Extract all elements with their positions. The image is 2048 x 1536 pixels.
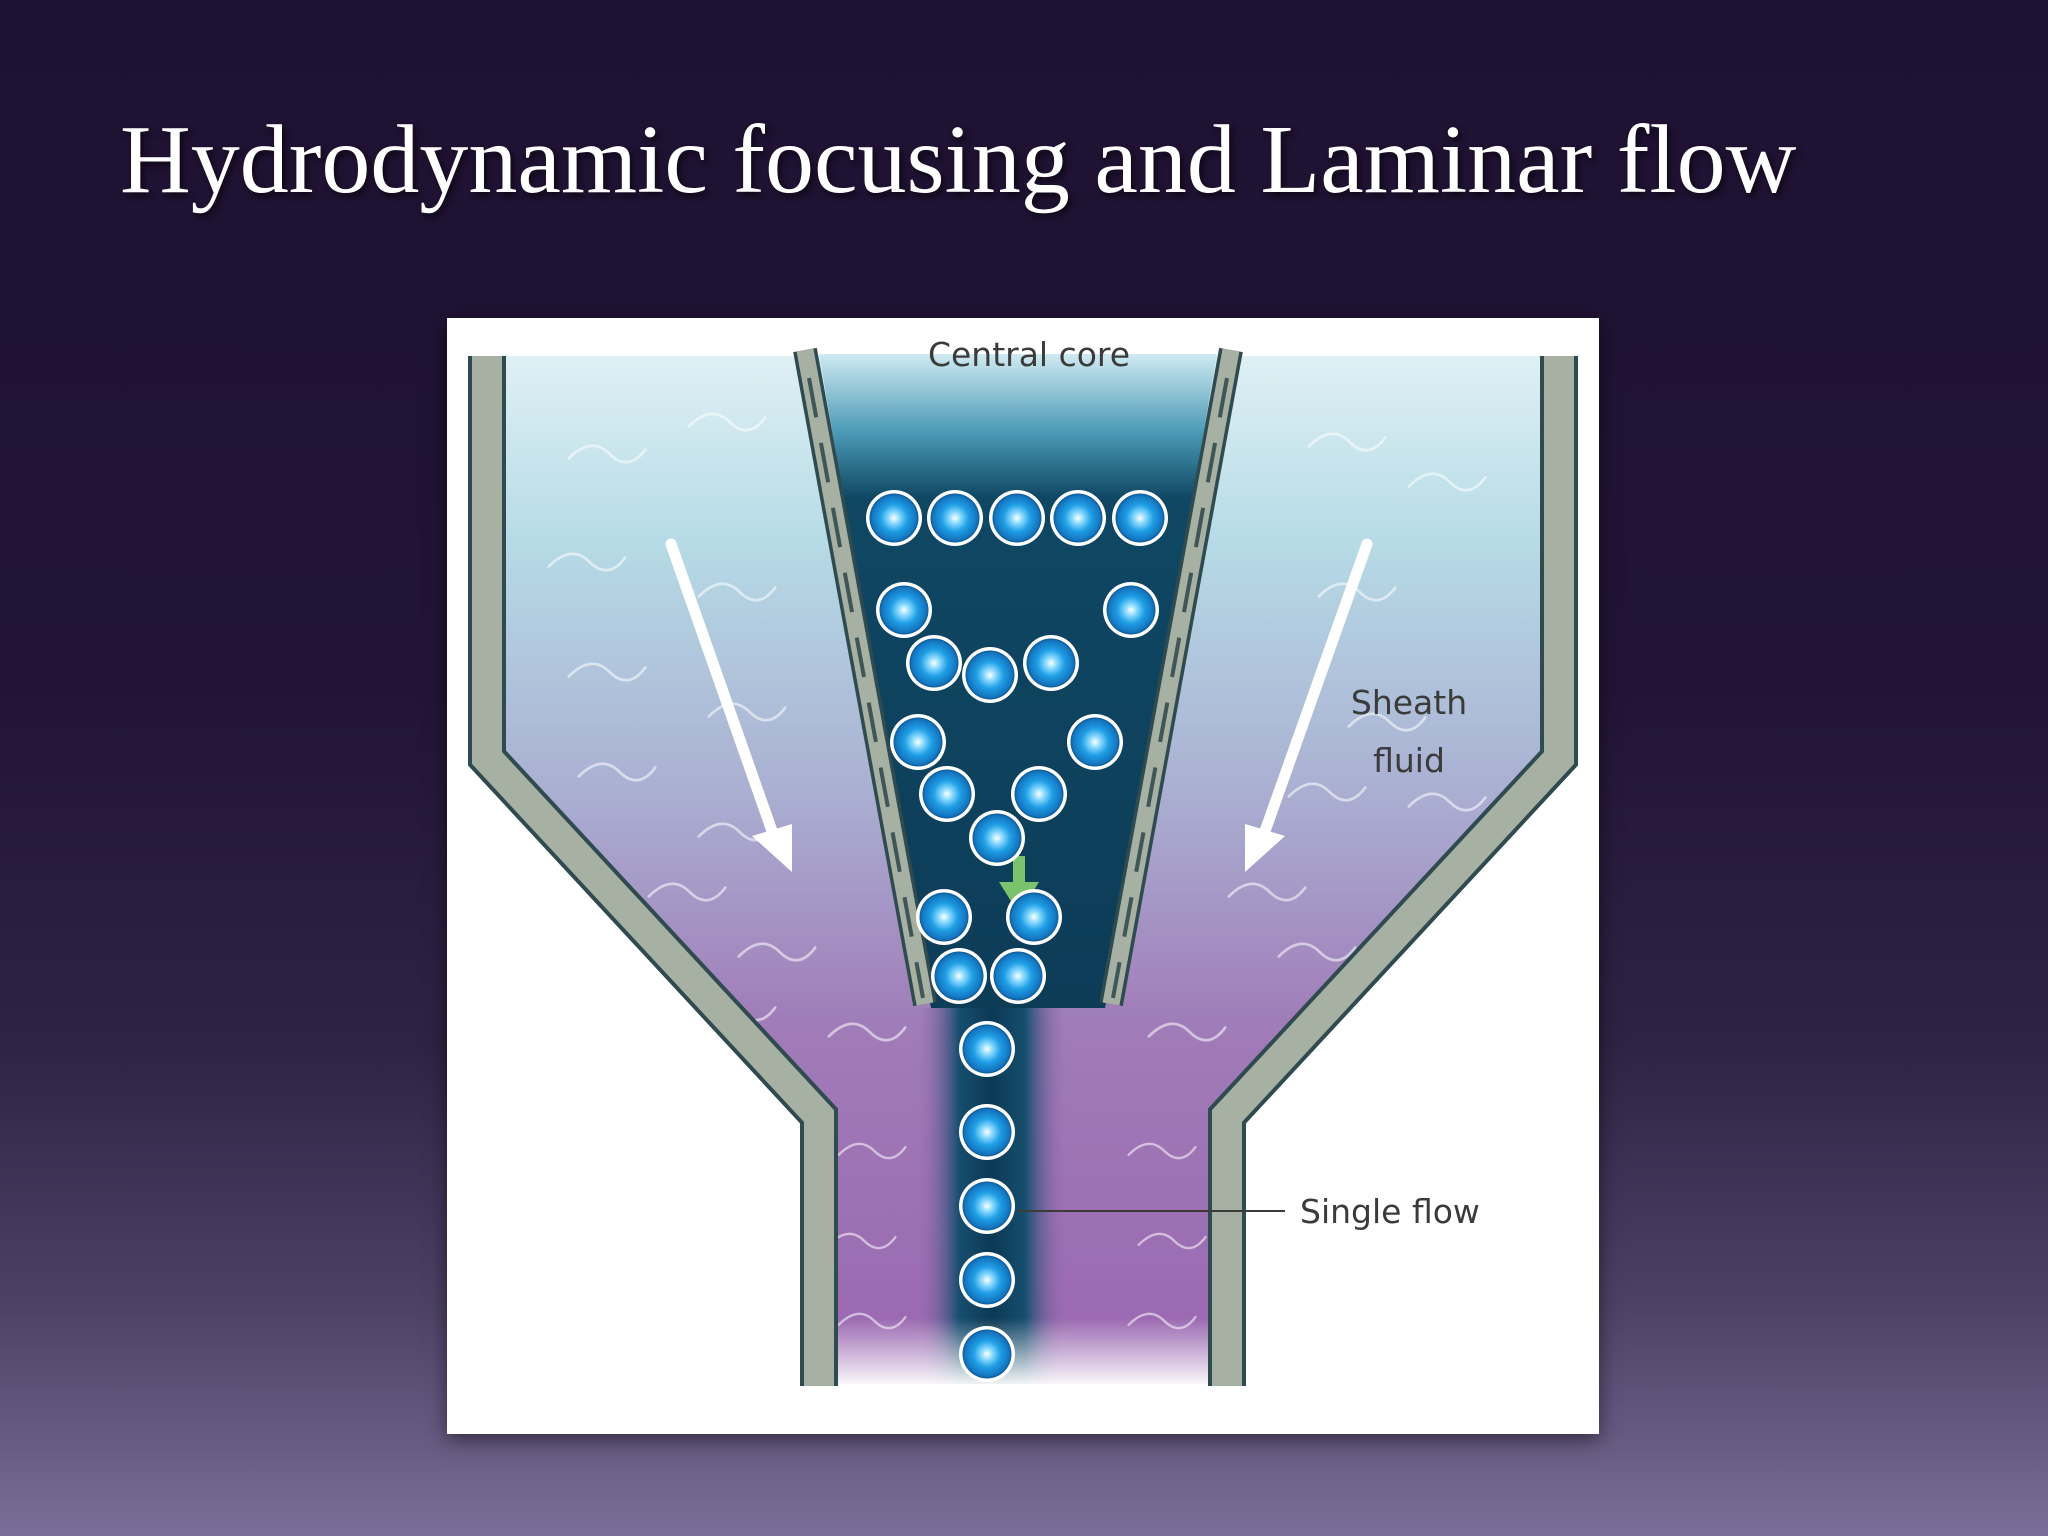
central-core-label: Central core — [928, 335, 1130, 374]
particle — [1006, 889, 1062, 945]
flow-arrow-icon — [665, 538, 792, 872]
particle — [927, 490, 983, 546]
particle — [1103, 582, 1159, 638]
slide-title: Hydrodynamic focusing and Laminar flow — [120, 106, 1797, 214]
sheath-fluid-label-line2: fluid — [1373, 741, 1445, 780]
flow-cell-walls — [468, 356, 1578, 1386]
injector-walls — [793, 347, 1243, 1007]
particle — [1112, 490, 1168, 546]
particle — [1011, 766, 1067, 822]
particle — [906, 635, 962, 691]
particle — [990, 948, 1046, 1004]
particle — [959, 1021, 1015, 1077]
sheath-fluid-label: Sheath — [1351, 683, 1467, 722]
particle — [959, 1326, 1015, 1382]
particle — [1050, 490, 1106, 546]
diagram-canvas: Central core Sheath fluid Single flow — [468, 335, 1578, 1388]
particle — [989, 490, 1045, 546]
particle — [962, 647, 1018, 703]
particle — [959, 1104, 1015, 1160]
particle — [969, 810, 1025, 866]
particle — [931, 948, 987, 1004]
particle — [866, 490, 922, 546]
particle — [876, 582, 932, 638]
flow-arrow-icon — [1245, 538, 1373, 872]
particle — [1023, 635, 1079, 691]
particle — [890, 714, 946, 770]
particle — [959, 1252, 1015, 1308]
single-flow-label: Single flow — [1300, 1192, 1480, 1231]
particle — [959, 1178, 1015, 1234]
particle — [1067, 714, 1123, 770]
hydrodynamic-focusing-diagram: Central core Sheath fluid Single flow — [447, 318, 1599, 1434]
particle — [919, 766, 975, 822]
particle — [916, 889, 972, 945]
